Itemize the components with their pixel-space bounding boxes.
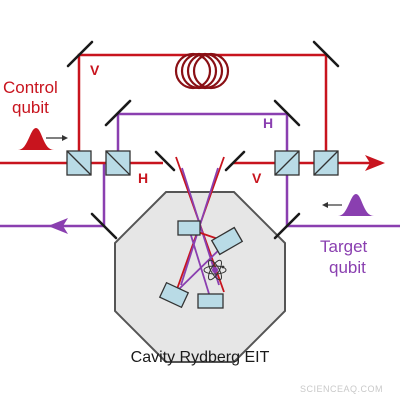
atom-icon bbox=[203, 259, 227, 281]
cavity-mirror-right bbox=[210, 226, 244, 256]
splitter-2 bbox=[105, 150, 131, 176]
purple-h-loop bbox=[116, 112, 289, 163]
control-qubit-label-line1: Control bbox=[3, 78, 58, 97]
red-v-loop bbox=[77, 53, 328, 163]
polarization-h-mid: H bbox=[138, 170, 148, 186]
polarization-v-mid: V bbox=[252, 170, 262, 186]
mirror-mid-right bbox=[273, 99, 301, 127]
purple-pulse-icon bbox=[322, 194, 374, 216]
mirror-top-left bbox=[66, 40, 94, 68]
splitter-3 bbox=[274, 150, 300, 176]
steering-mirrors bbox=[66, 40, 340, 240]
red-pulse-icon bbox=[18, 128, 68, 150]
mirror-cavity-in-right bbox=[224, 150, 246, 172]
mirror-mid-left bbox=[104, 99, 132, 127]
watermark: SCIENCEAQ.COM bbox=[300, 384, 383, 394]
mirror-cavity-in-left bbox=[154, 150, 176, 172]
control-qubit-label-line2: qubit bbox=[12, 98, 49, 117]
mirror-low-left bbox=[90, 212, 118, 240]
fiber-coil-icon bbox=[174, 52, 230, 90]
vacuum-chamber bbox=[114, 191, 286, 363]
red-beam-paths bbox=[0, 53, 372, 165]
cavity-mirror-left bbox=[158, 281, 190, 309]
diagram-caption: Cavity Rydberg EIT bbox=[131, 349, 270, 366]
target-qubit-label-line1: Target bbox=[320, 237, 368, 256]
splitter-4 bbox=[313, 150, 339, 176]
beam-splitters bbox=[66, 150, 339, 176]
red-output-arrow-icon bbox=[365, 155, 385, 171]
mirror-top-right bbox=[312, 40, 340, 68]
splitter-1 bbox=[66, 150, 92, 176]
cavity-mirror-top bbox=[177, 220, 201, 236]
polarization-v-top: V bbox=[90, 62, 100, 78]
polarization-h-top: H bbox=[263, 115, 273, 131]
cavity-mirror-bottom bbox=[197, 293, 224, 309]
cavity-mirrors bbox=[158, 220, 244, 309]
target-qubit-label-line2: qubit bbox=[329, 258, 366, 277]
purple-output-arrow-icon bbox=[48, 218, 68, 234]
mirror-low-right bbox=[273, 212, 301, 240]
